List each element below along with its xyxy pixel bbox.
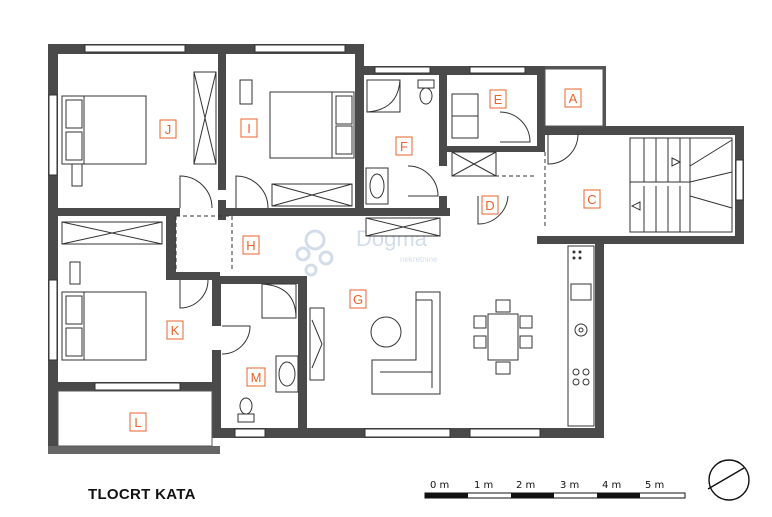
shower-icon <box>261 283 297 319</box>
room-g-label: G <box>353 292 363 307</box>
bed-icon <box>61 95 147 187</box>
scale-label-0: 0 m <box>430 480 449 491</box>
wardrobe-icon <box>365 217 441 237</box>
sink-icon <box>275 355 299 393</box>
wardrobe-icon <box>271 183 353 207</box>
room-j: J <box>159 119 177 139</box>
room-l: L <box>129 412 147 432</box>
hob-icon <box>572 250 582 260</box>
tv-unit-icon <box>309 307 325 381</box>
compass-icon <box>707 459 750 501</box>
wardrobe-icon <box>61 221 163 245</box>
sofa-icon <box>371 291 441 395</box>
room-a-label: A <box>569 91 578 106</box>
thresholds <box>175 152 546 272</box>
sink-icon <box>570 283 592 301</box>
toilet-icon <box>237 397 255 423</box>
scale-label-5: 5 m <box>645 480 664 491</box>
coffee-table-icon <box>370 316 402 348</box>
bed-icon <box>239 79 355 159</box>
stove-icon <box>572 323 590 386</box>
room-e-label: E <box>494 92 503 107</box>
room-m-label: M <box>251 370 262 385</box>
room-d: D <box>481 195 499 215</box>
balcony-a-outline <box>544 68 604 127</box>
room-i-label: I <box>247 121 251 136</box>
room-l-label: L <box>134 415 141 430</box>
room-c: C <box>583 189 601 209</box>
toilet-icon <box>417 79 435 105</box>
room-e: E <box>489 89 507 109</box>
room-m: M <box>246 367 266 387</box>
scale-bar: 0 m 1 m 2 m 3 m 4 m 5 m <box>424 480 686 499</box>
room-g: G <box>349 289 367 309</box>
room-d-label: D <box>485 198 494 213</box>
staircase-icon <box>629 137 733 233</box>
bed-icon <box>61 261 147 361</box>
wardrobe-icon <box>451 151 497 177</box>
room-c-label: C <box>587 192 596 207</box>
scale-label-4: 4 m <box>602 480 621 491</box>
room-a: A <box>564 88 582 108</box>
balcony-l-outline <box>57 390 213 447</box>
room-k-label: K <box>171 323 180 338</box>
scale-label-3: 3 m <box>560 480 579 491</box>
watermark-tagline: nekretnine <box>400 255 438 264</box>
sink-icon <box>365 167 389 205</box>
wardrobe-icon <box>451 93 479 139</box>
room-h-label: H <box>246 238 255 253</box>
room-i: I <box>240 118 258 138</box>
room-k: K <box>166 320 184 340</box>
shower-icon <box>366 79 401 113</box>
dining-table-icon <box>473 299 533 375</box>
plan-title: TLOCRT KATA <box>88 486 196 503</box>
scale-label-2: 2 m <box>516 480 535 491</box>
scale-label-1: 1 m <box>474 480 493 491</box>
room-h: H <box>242 235 260 255</box>
room-j-label: J <box>165 122 172 137</box>
room-f-label: F <box>400 139 408 154</box>
windows <box>48 44 744 438</box>
room-f: F <box>395 136 413 156</box>
door-swing-icon <box>179 111 579 355</box>
wardrobe-icon <box>193 71 217 165</box>
